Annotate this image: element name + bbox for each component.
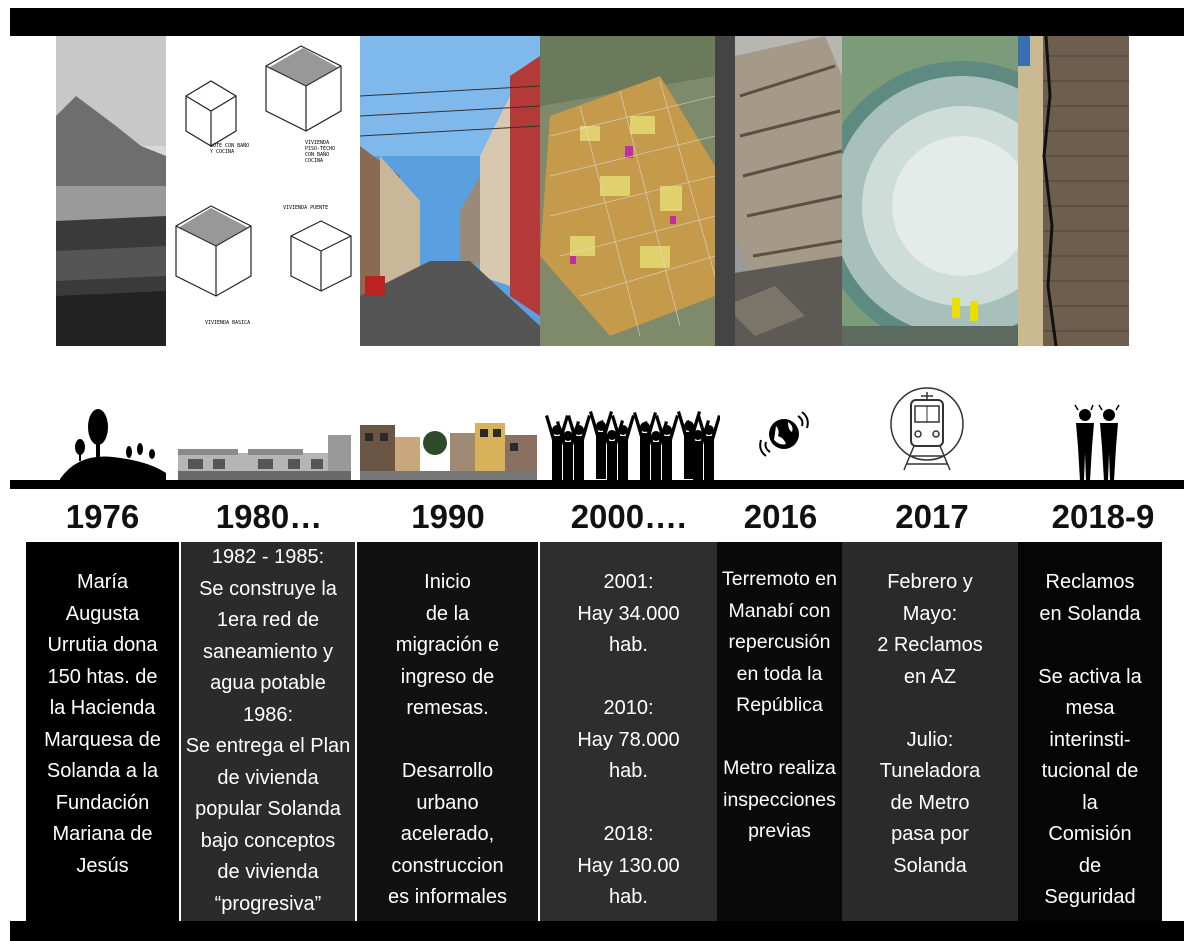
description-2017: Febrero y Mayo: 2 Reclamos en AZ Julio: … [842, 542, 1018, 921]
year-label-2016: 2016 [743, 498, 818, 535]
cracked-wall-photo [1018, 36, 1129, 346]
aerial-map-photo [540, 36, 715, 346]
metro-tunnel-photo [842, 36, 1018, 346]
year-label-2018-9: 2018-9 [1051, 498, 1155, 535]
description-2018-9: Reclamos en Solanda Se activa la mesa in… [1018, 542, 1162, 921]
description-1990: Inicio de la migración e ingreso de reme… [357, 542, 538, 921]
year-label-1980: 1980… [215, 498, 323, 535]
sketch-label-piso: VIVIENDA PISO-TECHO CON BAÑO COCINA [305, 140, 336, 164]
year-label-2017: 2017 [895, 498, 969, 535]
top-black-bar [10, 8, 1184, 36]
description-2000: 2001: Hay 34.000 hab. 2010: Hay 78.000 h… [540, 542, 717, 921]
houses-icon [178, 435, 351, 480]
mountain-landscape-photo [56, 36, 166, 346]
description-1976: María Augusta Urrutia dona 150 htas. de … [26, 542, 179, 921]
tree-landscape-icon [60, 409, 166, 483]
timeline-axis [10, 480, 1184, 489]
bottom-black-bar [10, 921, 1184, 941]
description-1980: 1982 - 1985: Se construye la 1era red de… [181, 542, 355, 921]
metro-train-icon [890, 387, 964, 471]
earthquake-globe-icon [759, 411, 809, 457]
housing-sketch-drawing [166, 36, 360, 346]
year-label-2000: 2000…. [570, 498, 687, 535]
sketch-label-basica: VIVIENDA BASICA [205, 320, 251, 326]
description-2016: Terremoto en Manabí con repercusión en t… [717, 542, 842, 921]
year-label-1976: 1976 [65, 498, 140, 535]
collapsed-building-photo [715, 36, 842, 346]
protest-people-icon [1074, 404, 1120, 481]
crowd-icon [545, 411, 720, 483]
sketch-label-lote: LOTE CON BAÑO Y COCINA [210, 143, 250, 155]
year-label-1990: 1990 [411, 498, 485, 535]
street-buildings-icon [360, 415, 537, 480]
sketch-label-puente: VIVIENDA PUENTE [283, 205, 329, 211]
street-photo [360, 36, 540, 346]
